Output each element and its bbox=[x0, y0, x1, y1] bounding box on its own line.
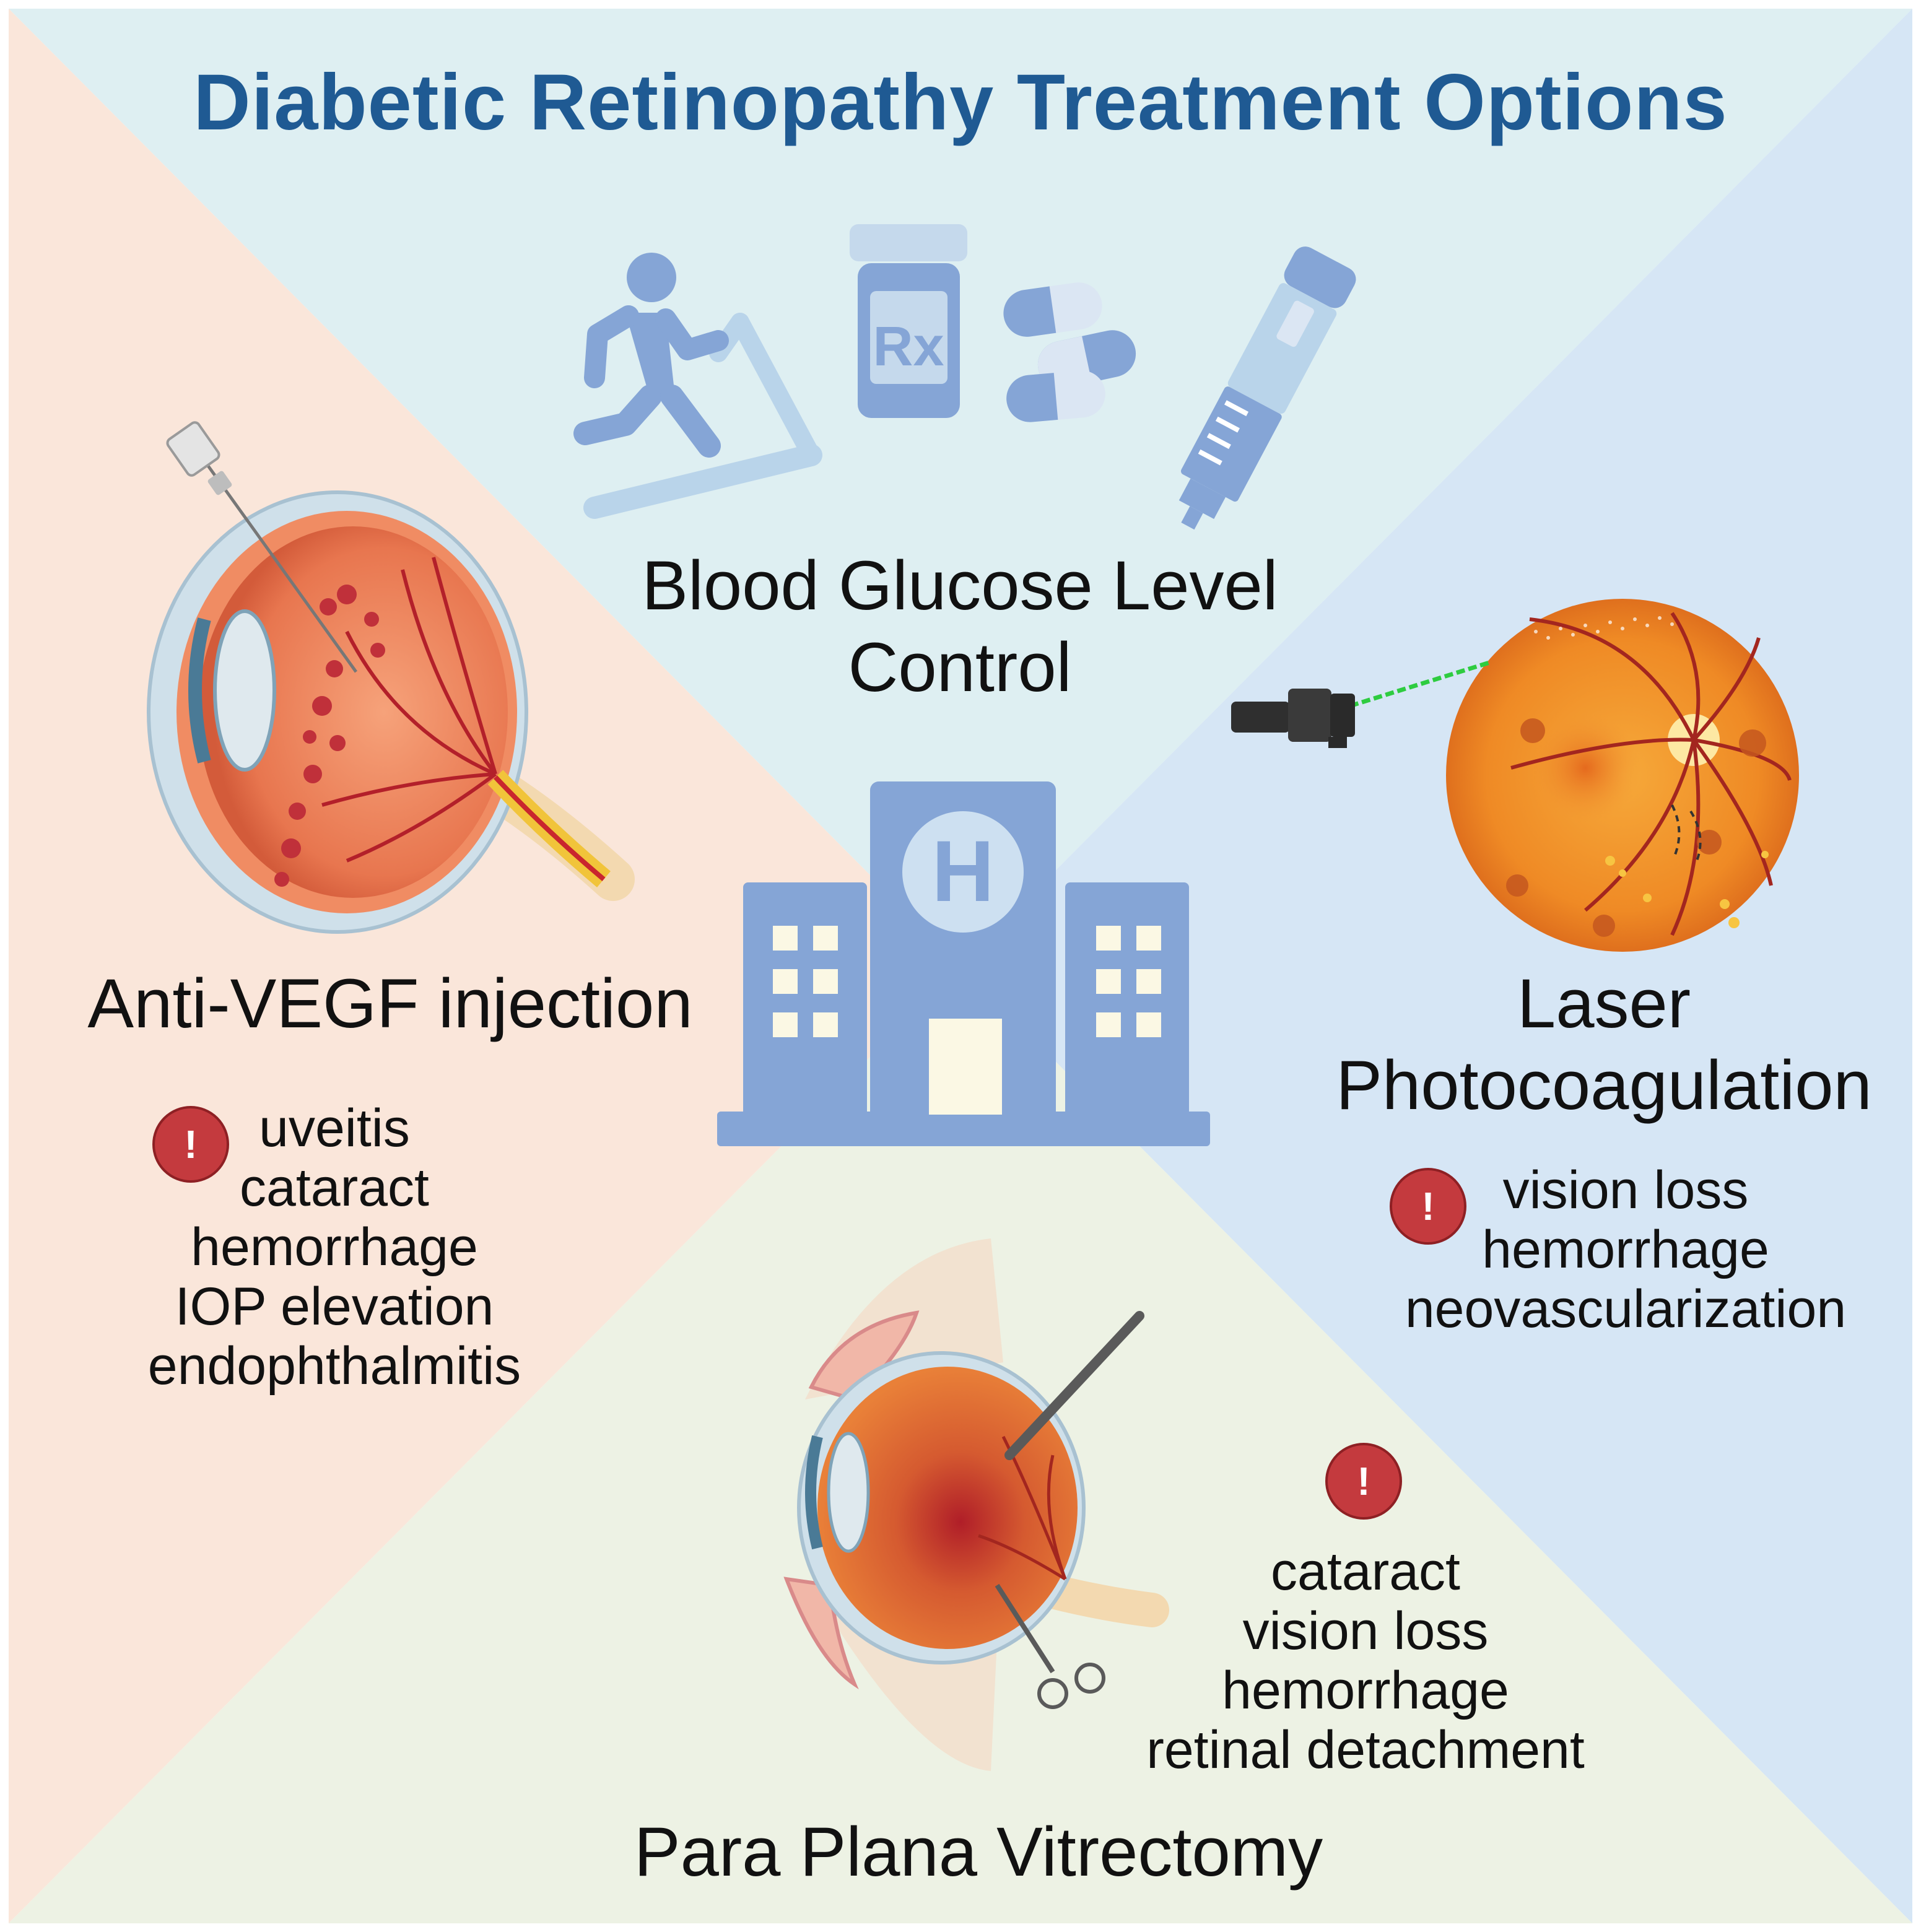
prescription-bottle-icon: Rx bbox=[850, 224, 967, 418]
rx-glyph: Rx bbox=[873, 316, 944, 378]
list-item: endophthalmitis bbox=[147, 1336, 521, 1396]
vitrectomy-eye-illustration bbox=[783, 1238, 1169, 1771]
list-item: IOP elevation bbox=[175, 1277, 494, 1336]
page-title: Diabetic Retinopathy Treatment Options bbox=[193, 58, 1728, 147]
anti-vegf-warning-icon: ! bbox=[152, 1106, 229, 1183]
laser-label-line2: Photocoagulation bbox=[1336, 1046, 1872, 1124]
anti-vegf-risk-list: uveitis cataract hemorrhage IOP elevatio… bbox=[111, 1099, 557, 1396]
fundus-illustration bbox=[1446, 599, 1799, 952]
svg-text:H: H bbox=[931, 822, 994, 920]
hospital-icon: H bbox=[717, 781, 1210, 1146]
left-panel bbox=[9, 9, 960, 1923]
list-item: retinal detachment bbox=[1146, 1720, 1585, 1780]
right-panel bbox=[960, 9, 1912, 1923]
list-item: cataract bbox=[240, 1158, 429, 1217]
insulin-pen-icon bbox=[1178, 246, 1356, 530]
anti-vegf-label: Anti-VEGF injection bbox=[87, 965, 693, 1042]
list-item: uveitis bbox=[259, 1099, 410, 1158]
glucose-label-line2: Control bbox=[848, 629, 1072, 706]
list-item: neovascularization bbox=[1405, 1279, 1847, 1339]
laser-warning-icon: ! bbox=[1390, 1168, 1466, 1245]
list-item: vision loss bbox=[1502, 1160, 1749, 1220]
laser-label-line1: Laser bbox=[1517, 965, 1691, 1042]
glucose-label-line1: Blood Glucose Level bbox=[642, 547, 1278, 624]
list-item: hemorrhage bbox=[1222, 1661, 1509, 1720]
laser-risk-list: vision loss hemorrhage neovascularizatio… bbox=[1387, 1160, 1864, 1339]
glucose-control-label: Blood Glucose Level Control bbox=[557, 545, 1362, 708]
list-item: hemorrhage bbox=[191, 1217, 478, 1277]
top-panel bbox=[9, 9, 1912, 966]
list-item: vision loss bbox=[1242, 1601, 1489, 1661]
list-item: hemorrhage bbox=[1482, 1220, 1769, 1279]
list-item: cataract bbox=[1271, 1542, 1460, 1601]
vitrectomy-label: Para Plana Vitrectomy bbox=[634, 1813, 1323, 1891]
anti-vegf-eye-illustration bbox=[147, 421, 635, 934]
vitrectomy-warning-icon: ! bbox=[1325, 1443, 1402, 1520]
laser-device-icon bbox=[1231, 660, 1491, 748]
treadmill-runner-icon bbox=[573, 253, 822, 519]
laser-label: Laser Photocoagulation bbox=[1294, 963, 1914, 1126]
vitrectomy-risk-list: cataract vision loss hemorrhage retinal … bbox=[1127, 1542, 1604, 1780]
pills-icon bbox=[1003, 282, 1136, 422]
